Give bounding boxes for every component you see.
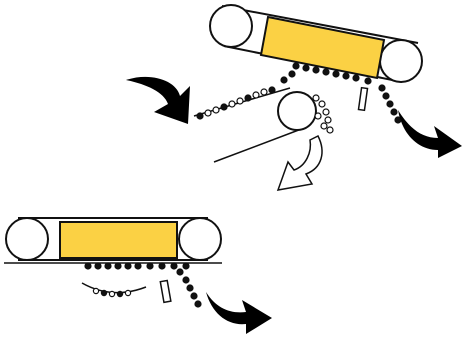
ferrous-particle — [292, 62, 300, 70]
ferrous-particle — [312, 66, 320, 74]
ferrous-particle — [190, 292, 198, 300]
ferrous-particle — [182, 276, 190, 284]
burden-particle — [92, 287, 100, 295]
upper-belt-top-edge — [221, 5, 419, 44]
burden-particle — [220, 103, 228, 111]
ferrous-particle — [332, 70, 340, 78]
feed-head-pulley — [277, 91, 317, 131]
burden-particle — [204, 109, 212, 117]
burden-particle — [212, 106, 220, 114]
ferrous-particle — [378, 84, 386, 92]
burden-particle — [196, 112, 204, 120]
lower-overband-separator — [4, 217, 272, 334]
ferrous-particle — [322, 68, 330, 76]
nonferrous-particle — [322, 108, 330, 116]
nonferrous-particle — [318, 100, 326, 108]
upper-splitter-plate — [357, 86, 369, 112]
burden-particle — [244, 94, 252, 102]
nonferrous-discharge-arrow — [276, 134, 323, 191]
nonferrous-particle — [324, 116, 332, 124]
burden-particle — [260, 88, 268, 96]
ferrous-particle — [352, 74, 360, 82]
ferrous-particle — [146, 262, 154, 270]
upper-belt — [209, 4, 423, 83]
ferrous-particle — [342, 72, 350, 80]
nonferrous-particle — [320, 122, 328, 130]
feed-conveyor — [193, 87, 317, 163]
ferrous-particle — [302, 64, 310, 72]
lower-belt — [5, 217, 222, 261]
lower-splitter-plate — [159, 279, 172, 304]
burden-particle — [236, 97, 244, 105]
ferrous-particle — [386, 100, 394, 108]
ferrous-particle — [186, 284, 194, 292]
burden-particle — [124, 289, 132, 297]
burden-particle — [116, 290, 124, 298]
burden-particle — [268, 86, 276, 94]
ferrous-discharge-arrow-lower — [206, 292, 272, 334]
lower-magnet-block — [59, 221, 178, 259]
ferrous-particle — [94, 262, 102, 270]
ferrous-particle — [176, 268, 184, 276]
ferrous-particle — [124, 262, 132, 270]
ferrous-particle — [84, 262, 92, 270]
nonferrous-particle — [312, 94, 320, 102]
feed-arrow — [126, 76, 190, 124]
feed-belt-bottom — [213, 127, 305, 163]
ferrous-particle — [182, 262, 190, 270]
ferrous-particle — [364, 77, 372, 85]
ferrous-particle — [382, 92, 390, 100]
upper-overband-separator — [126, 4, 462, 191]
burden-particle — [100, 289, 108, 297]
ferrous-particle — [280, 76, 288, 84]
lower-burden-trough — [81, 282, 147, 294]
ferrous-particle — [134, 262, 142, 270]
ferrous-particle — [170, 262, 178, 270]
lower-belt-right-pulley — [178, 217, 222, 261]
nonferrous-particle — [326, 126, 334, 134]
ferrous-particle — [194, 300, 202, 308]
ferrous-discharge-arrow-upper — [398, 110, 462, 158]
lower-particles — [84, 262, 202, 308]
ferrous-particle — [288, 70, 296, 78]
lower-belt-left-pulley — [5, 217, 49, 261]
upper-belt-left-pulley — [209, 4, 253, 48]
ferrous-particle — [390, 108, 398, 116]
upper-magnet-block — [259, 15, 386, 80]
upper-belt-right-pulley — [379, 39, 423, 83]
nonferrous-particle — [314, 112, 322, 120]
ferrous-particle — [158, 262, 166, 270]
burden-particle — [108, 290, 116, 298]
upper-particles — [196, 62, 402, 134]
ferrous-particle — [104, 262, 112, 270]
burden-particle — [228, 100, 236, 108]
burden-particle — [252, 91, 260, 99]
ferrous-particle — [114, 262, 122, 270]
